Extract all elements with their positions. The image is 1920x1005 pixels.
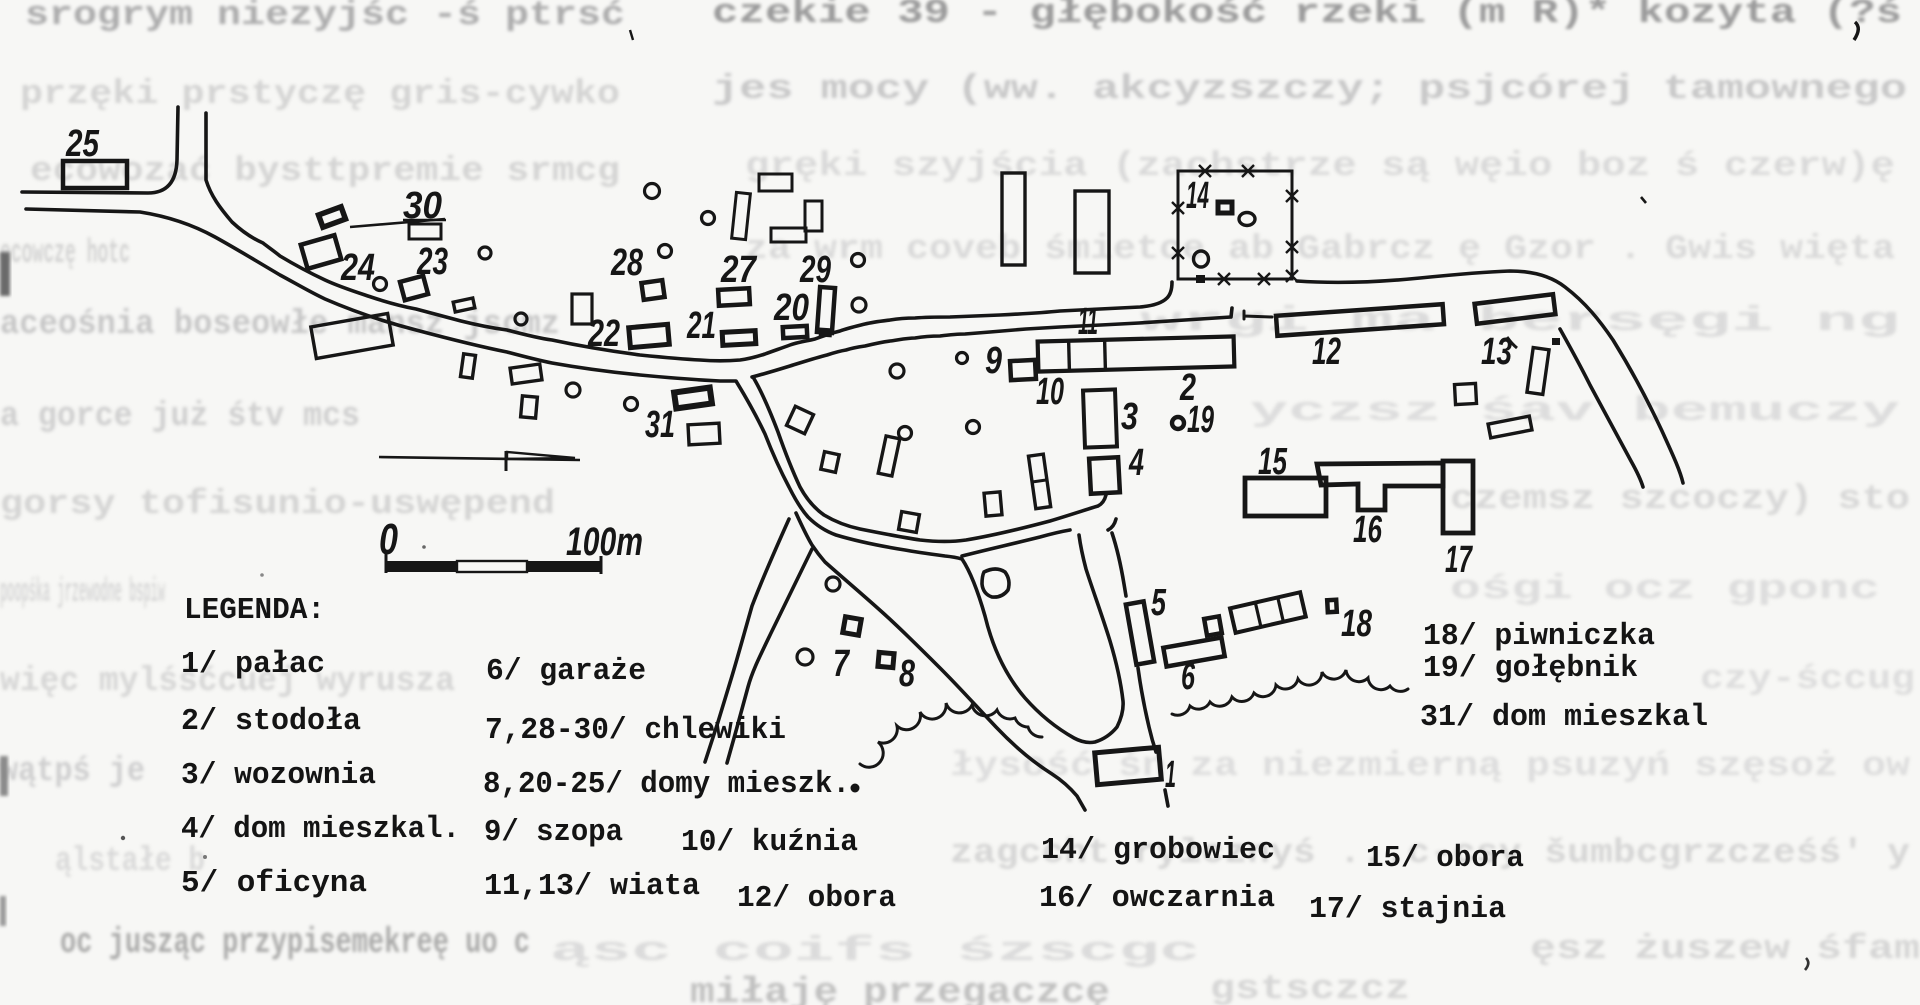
svg-text:7,28-30/ chlewiki: 7,28-30/ chlewiki — [485, 713, 786, 748]
svg-text:19: 19 — [1187, 399, 1214, 441]
svg-text:gstsczcz: gstsczcz — [1210, 971, 1410, 1005]
svg-text:1: 1 — [1165, 754, 1176, 796]
svg-text:poopśka jrzewodne bspiw: poopśka jrzewodne bspiw — [0, 574, 165, 612]
svg-text:31: 31 — [645, 404, 675, 446]
svg-text:12: 12 — [1312, 331, 1341, 373]
svg-text:9: 9 — [985, 340, 1002, 382]
svg-text:gorsy tofisunio-uswępend: gorsy tofisunio-uswępend — [0, 486, 555, 524]
svg-text:aceośnia boseowłe mansz jscmz: aceośnia boseowłe mansz jscmz — [0, 306, 560, 344]
svg-text:21: 21 — [686, 305, 716, 347]
svg-text:oc jusząc przypisemekreę uo c: oc jusząc przypisemekreę uo c — [60, 922, 530, 963]
svg-text:16/ owczarnia: 16/ owczarnia — [1039, 881, 1275, 916]
svg-text:czy-śccug: czy-śccug — [1700, 661, 1915, 699]
svg-text:zagccht ryłcznyś ...c-csy šum: zagccht ryłcznyś ...c-csy šumbcgrzcześś'… — [950, 835, 1910, 873]
svg-text:LEGENDA:: LEGENDA: — [184, 593, 325, 628]
svg-text:1/ pałac: 1/ pałac — [181, 647, 325, 682]
svg-text:29: 29 — [799, 249, 831, 291]
svg-text:9/ szopa: 9/ szopa — [484, 815, 623, 850]
svg-text:wrgi ma bersęgi ng: wrgi ma bersęgi ng — [1140, 303, 1900, 341]
svg-text:100m: 100m — [566, 520, 643, 564]
svg-text:10: 10 — [1036, 371, 1064, 413]
svg-text:16: 16 — [1353, 509, 1383, 551]
svg-text:czekie 39 - głębokość rzeki (m: czekie 39 - głębokość rzeki (m R)* kozyt… — [712, 0, 1902, 33]
svg-text:a gorce już śtv mcs: a gorce już śtv mcs — [0, 398, 360, 436]
svg-text:łysość śn za niezmierną psuzyń: łysość śn za niezmierną psuzyń szęsoż ow — [950, 748, 1911, 786]
svg-text:17: 17 — [1445, 539, 1473, 581]
svg-text:2/ stodoła: 2/ stodoła — [181, 704, 361, 739]
svg-text:czemsz szcoczy) sto: czemsz szcoczy) sto — [1450, 481, 1910, 519]
svg-text:18/ piwniczka: 18/ piwniczka — [1423, 619, 1655, 654]
svg-text:22: 22 — [587, 313, 620, 355]
svg-text:6/ garaże: 6/ garaże — [486, 654, 646, 689]
svg-text:24: 24 — [340, 247, 375, 289]
svg-text:11: 11 — [1078, 301, 1098, 343]
svg-text:7: 7 — [833, 643, 850, 685]
svg-text:za wrm coveb śmietce ab Gabrcz: za wrm coveb śmietce ab Gabrcz ę Gzor . … — [745, 231, 1895, 269]
svg-text:4/ dom mieszkal.: 4/ dom mieszkal. — [181, 812, 460, 847]
svg-text:23: 23 — [416, 241, 448, 283]
svg-text:28: 28 — [610, 242, 643, 284]
svg-text:3: 3 — [1121, 396, 1138, 438]
svg-text:31/ dom mieszkal: 31/ dom mieszkal — [1420, 700, 1708, 735]
svg-text:20: 20 — [773, 287, 809, 329]
svg-text:ąlstałe b: ąlstałe b — [55, 843, 205, 881]
svg-text:14/ grobowiec: 14/ grobowiec — [1041, 833, 1275, 868]
svg-text:8,20-25/ domy mieszk.: 8,20-25/ domy mieszk. — [483, 767, 850, 802]
svg-text:18: 18 — [1341, 603, 1373, 645]
svg-text:miłaję przegaczcę: miłaję przegaczcę — [690, 972, 1110, 1005]
svg-text:6: 6 — [1181, 656, 1196, 698]
svg-text:13: 13 — [1481, 331, 1512, 373]
svg-text:14: 14 — [1186, 175, 1209, 217]
svg-text:25: 25 — [65, 123, 99, 165]
svg-text:10/ kuźnia: 10/ kuźnia — [681, 825, 858, 860]
svg-text:12/ obora: 12/ obora — [737, 881, 896, 916]
svg-text:3/ wozownia: 3/ wozownia — [181, 758, 376, 793]
svg-text:8: 8 — [899, 653, 916, 695]
svg-text:gręki szyjścia (zachstrze są w: gręki szyjścia (zachstrze są węio boz ś … — [745, 148, 1895, 186]
svg-text:0: 0 — [379, 515, 398, 564]
svg-text:11,13/ wiata: 11,13/ wiata — [484, 869, 700, 904]
svg-text:więc mylśśćcuej wyrusza: więc mylśśćcuej wyrusza — [0, 663, 455, 701]
svg-text:4: 4 — [1128, 442, 1144, 484]
svg-text:przęki prstyczę gris-cywko: przęki prstyczę gris-cywko — [20, 76, 620, 114]
svg-text:ąsc coifs śzscgc: ąsc coifs śzscgc — [550, 933, 1200, 971]
svg-text:2: 2 — [1179, 367, 1196, 409]
svg-text:ęsz żuszew śfam: ęsz żuszew śfam — [1530, 931, 1920, 969]
svg-text:5: 5 — [1151, 582, 1167, 624]
svg-text:17/ stajnia: 17/ stajnia — [1309, 892, 1506, 927]
svg-text:27: 27 — [720, 249, 757, 291]
svg-text:ecowczę hotc: ecowczę hotc — [0, 235, 130, 273]
svg-text:15: 15 — [1258, 441, 1288, 483]
svg-text:srogrym niezyjśc -ś ptrsć: srogrym niezyjśc -ś ptrsć — [25, 0, 625, 35]
svg-text:19/ gołębnik: 19/ gołębnik — [1423, 651, 1638, 686]
svg-text:15/ obora: 15/ obora — [1366, 841, 1524, 876]
svg-text:ecowozać bysttpremie srmcg: ecowozać bysttpremie srmcg — [30, 153, 620, 191]
svg-text:5/ oficyna: 5/ oficyna — [181, 866, 367, 901]
svg-text:yczsz śav bemuczy: yczsz śav bemuczy — [1250, 393, 1900, 431]
svg-text:ośgi ocz gponc: ośgi ocz gponc — [1450, 571, 1880, 609]
svg-text:wątpś je: wątpś je — [0, 753, 145, 791]
svg-text:jes mocy (ww. akcyzszczy; psjc: jes mocy (ww. akcyzszczy; psjcórej tamow… — [712, 71, 1907, 109]
